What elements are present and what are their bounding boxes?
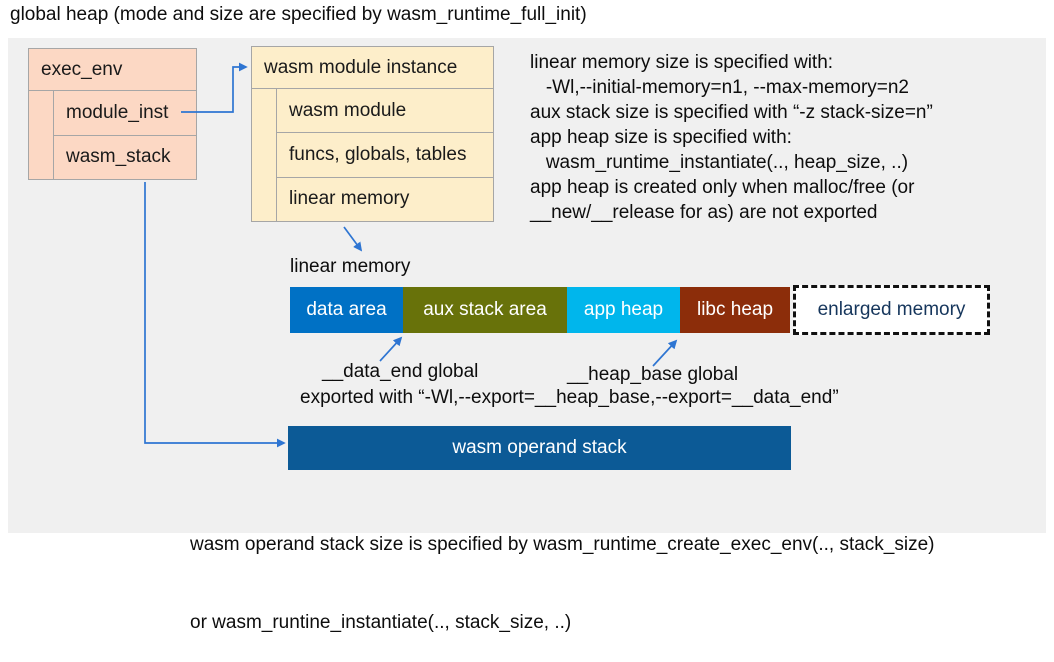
linear-memory-notes: linear memory size is specified with: -W… [530,50,933,225]
enlarged-memory-box: enlarged memory [793,285,990,335]
module-instance-row-funcs-globals-tables: funcs, globals, tables [277,133,493,178]
segment-aux-stack-area: aux stack area [403,287,567,333]
annotation-heap-base-global: __heap_base global [567,364,739,385]
operand-stack-note-line1: wasm operand stack size is specified by … [190,534,935,555]
exec-env-box: exec_env module_inst wasm_stack [28,48,197,180]
wasm-operand-stack-bar: wasm operand stack [288,426,791,470]
note-line: -Wl,--initial-memory=n1, --max-memory=n2 [530,77,909,98]
note-line: app heap is created only when malloc/fre… [530,177,915,198]
operand-stack-note: wasm operand stack size is specified by … [190,480,935,662]
exec-env-header: exec_env [29,49,196,91]
module-instance-box: wasm module instance wasm module funcs, … [251,46,494,222]
linear-memory-bar: data area aux stack area app heap libc h… [290,287,790,333]
segment-data-area: data area [290,287,403,333]
note-line: wasm_runtime_instantiate(.., heap_size, … [530,152,909,173]
module-instance-header: wasm module instance [252,47,493,89]
annotation-data-end-global: __data_end global [322,361,479,382]
linear-memory-label: linear memory [290,256,411,277]
module-instance-row-linear-memory: linear memory [289,188,410,210]
exec-env-row-module-inst: module_inst [54,91,196,136]
note-line: __new/__release for as) are not exported [530,202,878,223]
note-line: app heap size is specified with: [530,127,792,148]
note-line: aux stack size is specified with “-z sta… [530,102,933,123]
module-instance-rows: wasm module funcs, globals, tables linea… [276,89,493,221]
segment-libc-heap: libc heap [680,287,790,333]
annotation-export-flags: exported with “-Wl,--export=__heap_base,… [300,387,839,408]
exec-env-row-wasm-stack: wasm_stack [66,146,171,168]
operand-stack-note-line2: or wasm_runtine_instantiate(.., stack_si… [190,612,572,633]
exec-env-rows: module_inst wasm_stack [53,91,196,179]
note-line: linear memory size is specified with: [530,52,834,73]
segment-app-heap: app heap [567,287,680,333]
page-title: global heap (mode and size are specified… [10,4,587,25]
module-instance-row-wasm-module: wasm module [277,89,493,134]
